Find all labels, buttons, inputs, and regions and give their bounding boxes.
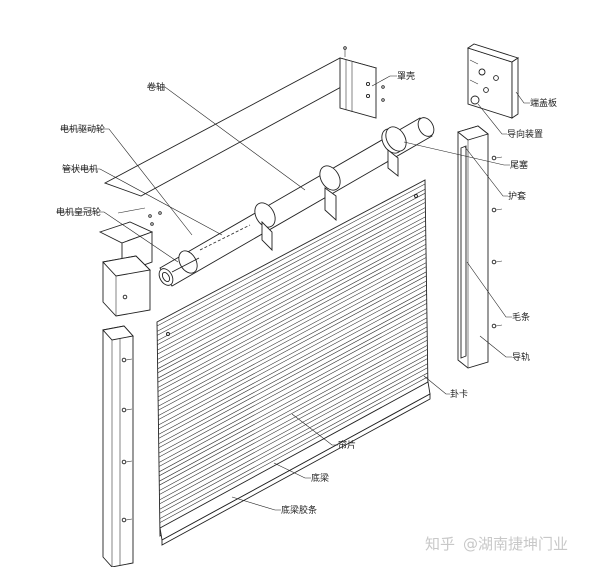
rail-screw-shaft: [125, 408, 133, 411]
watermark: 知乎 @湖南捷坤门业: [425, 535, 568, 553]
rail-screw: [121, 517, 127, 523]
curtain-slat-line: [157, 253, 427, 398]
curtain-slat-line: [159, 330, 428, 477]
curtain-slat-line: [159, 367, 428, 514]
rail-screw-shaft: [495, 260, 503, 263]
label-dianji-qudonglun: 电机驱动轮: [60, 123, 105, 135]
curtain-slat-line: [159, 345, 428, 491]
leader-lines: [56, 75, 530, 511]
curtain-slat-line: [158, 317, 428, 463]
label-maotiao: 毛条: [512, 311, 530, 323]
curtain-slat-line: [157, 198, 426, 341]
curtain-slat-line: [159, 372, 429, 519]
right-guide-rail: [457, 125, 503, 369]
label-duangaiban: 端盖板: [530, 97, 557, 109]
curtain-slat-line: [157, 229, 426, 374]
curtain-slat-line: [158, 289, 427, 435]
curtain-slat-line: [159, 335, 428, 482]
part-labels: 卷轴 罩壳 电机驱动轮 管状电机 电机皇冠轮 端盖板 导向装置 尾塞 护套 毛条…: [56, 70, 557, 516]
curtain-slat-line: [156, 183, 426, 327]
label-hutao: 护套: [508, 190, 526, 202]
left-rail-screws: [121, 357, 133, 523]
curtain-slat-line: [158, 266, 427, 411]
curtain-slat-line: [157, 257, 427, 402]
label-guanzhuang-dianji: 管状电机: [62, 163, 98, 175]
label-guaka: 卦卡: [450, 388, 468, 400]
curtain-slat-line: [158, 299, 427, 444]
rail-screw-shaft: [125, 460, 133, 463]
watermark-author: @湖南捷坤门业: [463, 535, 568, 553]
curtain-slat-line: [159, 326, 428, 473]
curtain-slat-line: [159, 376, 429, 523]
label-lianpian: 帘片: [338, 439, 356, 451]
curtain-slat-line: [158, 271, 427, 416]
curtain-slat-line: [157, 234, 426, 379]
left-guide-rail: [102, 325, 134, 567]
curtain-slat-line: [158, 275, 427, 420]
curtain-slats: [156, 179, 429, 523]
rail-screw: [121, 407, 127, 413]
curtain-slat-line: [156, 192, 426, 336]
rail-screw: [491, 323, 497, 329]
curtain-slat-line: [158, 280, 427, 426]
curtain-slat-line: [159, 358, 428, 505]
curtain-slat-line: [157, 202, 426, 345]
housing-cover: [103, 46, 385, 197]
label-daogui: 导轨: [512, 351, 530, 363]
label-diliang: 底梁: [311, 472, 329, 484]
rail-screw: [121, 357, 127, 363]
rail-screw: [491, 155, 497, 161]
curtain-slat-line: [156, 188, 426, 332]
right-rail-screws: [491, 155, 503, 329]
curtain-slat-line: [158, 284, 427, 430]
label-dianji-huangguanlun: 电机皇冠轮: [56, 206, 101, 218]
label-diliang-jiaotiao: 底梁胶条: [281, 504, 317, 516]
rail-screw-shaft: [125, 358, 133, 361]
label-juanzhou: 卷轴: [147, 81, 165, 93]
label-daoxiang-zhuangzhi: 导向装置: [507, 128, 543, 140]
left-end-cover: [102, 255, 151, 317]
rail-screw-shaft: [495, 208, 503, 211]
curtain-slat-line: [158, 303, 427, 448]
curtain-slat-line: [157, 216, 426, 360]
curtain-slat-line: [157, 225, 426, 370]
curtain-slat-line: [157, 248, 427, 392]
rail-screw-shaft: [125, 518, 133, 521]
hanger-straps: [261, 149, 399, 252]
watermark-platform: 知乎: [425, 535, 455, 553]
rail-screw: [491, 207, 497, 213]
label-weisai: 尾塞: [510, 159, 528, 171]
curtain-slat-line: [159, 349, 428, 495]
curtain-slat-line: [157, 220, 426, 364]
curtain-slat-line: [158, 262, 427, 407]
curtain-slat-line: [159, 354, 428, 501]
curtain-slat-line: [159, 339, 428, 486]
curtain-slat-line: [156, 179, 426, 323]
curtain-panel: [156, 179, 431, 546]
curtain-slat-line: [158, 312, 428, 458]
curtain-slat-line: [158, 321, 428, 467]
right-end-plate: [466, 43, 520, 119]
curtain-slat-line: [158, 293, 427, 439]
roller-shaft: [158, 117, 435, 287]
curtain-slat-line: [157, 238, 426, 383]
curtain-slat-line: [157, 207, 426, 351]
curtain-slat-line: [157, 211, 426, 355]
rail-screw: [121, 459, 127, 465]
rail-screw-shaft: [495, 156, 503, 159]
curtain-slat-line: [158, 308, 428, 454]
curtain-slat-line: [157, 244, 427, 388]
rail-screw: [491, 259, 497, 265]
curtain-slat-line: [159, 363, 428, 510]
label-zhaoke: 罩壳: [397, 70, 415, 82]
rail-screw-shaft: [495, 324, 503, 327]
